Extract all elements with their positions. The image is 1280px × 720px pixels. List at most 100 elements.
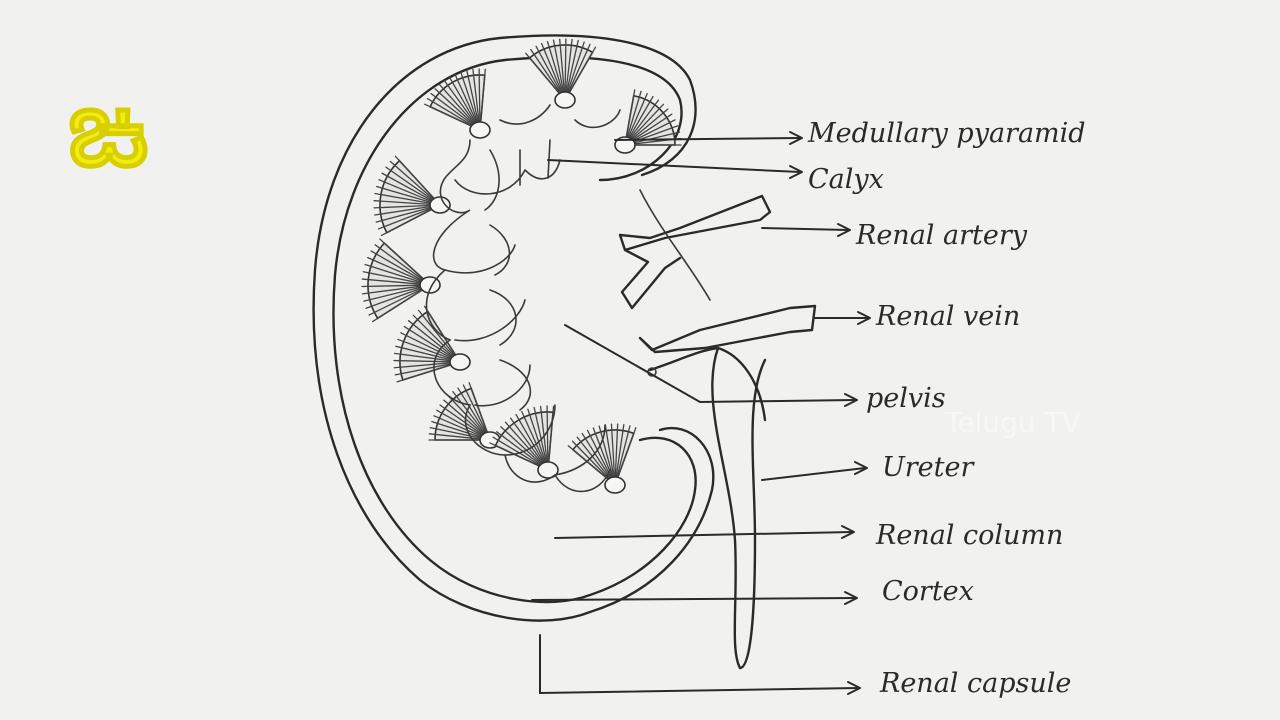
pyramid-ray xyxy=(567,43,591,94)
pyramid-ray xyxy=(452,390,486,435)
label-cortex: Cortex xyxy=(882,576,974,607)
pyramid-ray xyxy=(468,382,488,434)
pyramid-ray xyxy=(434,88,475,126)
pyramid-ray xyxy=(521,410,546,464)
medullary-pyramid xyxy=(361,238,441,323)
medullary-pyramids xyxy=(361,38,682,494)
pyramid-ray xyxy=(462,384,488,434)
pyramid-ray xyxy=(371,288,424,323)
pyramid-ray xyxy=(374,205,433,216)
pyramid-ray xyxy=(628,95,654,139)
pyramid-ray xyxy=(424,103,474,128)
pyramid-ray xyxy=(379,238,425,281)
pyramid-ray xyxy=(631,113,673,142)
pyramid-ray xyxy=(525,52,561,95)
channel-logo: ఙ xyxy=(68,63,148,191)
ureter xyxy=(711,346,767,670)
pyramid-ray xyxy=(430,92,475,126)
pyramid-ray xyxy=(504,421,544,465)
pyramid-ray xyxy=(627,92,648,139)
calyx-loops xyxy=(444,104,621,476)
medullary-pyramid xyxy=(614,89,682,154)
pyramid-ray xyxy=(629,103,665,140)
pyramid-ray xyxy=(395,345,453,361)
pyramid-ray xyxy=(500,426,543,466)
pyramid-ray xyxy=(615,423,625,478)
leader-cortex xyxy=(531,597,856,601)
pyramid-ray xyxy=(539,405,548,463)
pyramid-ray xyxy=(393,352,453,362)
artery-branch xyxy=(639,189,711,301)
pyramid-ray xyxy=(568,46,597,94)
pyramid-ray xyxy=(565,38,573,93)
pyramid-ray xyxy=(604,424,615,478)
arrowhead-medullary-pyramid xyxy=(789,131,803,145)
renal-vein xyxy=(638,304,817,354)
pyramid-ray xyxy=(581,432,612,479)
arrowhead-renal-vein xyxy=(857,311,871,325)
pyramid-ray xyxy=(362,271,423,285)
arrowhead-pelvis xyxy=(844,393,858,407)
pyramid-ray xyxy=(418,309,456,357)
pyramid-ray xyxy=(460,71,479,124)
pyramid-ray xyxy=(428,433,483,440)
label-pelvis: pelvis xyxy=(866,383,946,414)
pyramid-ray xyxy=(412,314,455,357)
renal-papilla xyxy=(537,461,559,479)
pyramid-ray xyxy=(492,436,542,467)
renal-papilla xyxy=(604,476,626,494)
pyramid-ray xyxy=(423,305,457,356)
pyramid-ray xyxy=(509,417,544,465)
pyramid-ray xyxy=(592,427,613,479)
pyramid-ray xyxy=(598,425,614,478)
pyramid-ray xyxy=(375,185,433,204)
pyramid-ray xyxy=(403,325,454,359)
medullary-pyramid xyxy=(525,38,597,109)
pyramid-ray xyxy=(625,89,636,138)
pyramid-ray xyxy=(380,208,434,237)
pyramid-ray xyxy=(472,68,480,123)
pyramid-ray xyxy=(431,421,484,439)
pyramid-ray xyxy=(576,436,611,480)
pyramid-ray xyxy=(394,362,453,376)
pyramid-ray xyxy=(586,429,613,479)
pyramid-ray xyxy=(361,284,423,288)
label-renal-capsule: Renal capsule xyxy=(879,668,1071,699)
leader-medullary-pyramid xyxy=(614,137,801,141)
arrowhead-renal-column xyxy=(841,525,855,539)
pyramid-ray xyxy=(530,48,562,95)
pyramid-ray xyxy=(632,131,681,144)
medullary-pyramid xyxy=(567,423,637,494)
pyramid-ray xyxy=(393,359,453,363)
pyramid-ray xyxy=(436,409,484,437)
pyramid-ray xyxy=(361,278,423,285)
arrowhead-calyx xyxy=(789,165,803,179)
pyramid-ray xyxy=(629,99,660,140)
renal-papilla xyxy=(449,353,471,371)
arrowhead-renal-capsule xyxy=(847,681,861,695)
pyramid-ray xyxy=(385,166,435,202)
label-calyx: Calyx xyxy=(808,164,884,195)
renal-column-lines xyxy=(484,149,532,411)
label-medullary-pyramid: Medullary pyaramid xyxy=(807,118,1086,149)
pyramid-ray xyxy=(394,155,436,200)
pyramid-ray xyxy=(496,431,543,466)
pyramid-ray xyxy=(397,338,454,360)
renal-papilla xyxy=(429,196,451,214)
pyramid-ray xyxy=(457,387,487,434)
pyramid-ray xyxy=(480,68,486,123)
label-ureter: Ureter xyxy=(882,452,975,483)
renal-papilla xyxy=(554,91,576,109)
pyramid-ray xyxy=(433,415,484,438)
medullary-pyramid xyxy=(373,155,451,237)
pyramid-ray xyxy=(375,206,433,223)
pyramid-ray xyxy=(535,45,562,94)
pyramid-ray xyxy=(365,287,424,309)
pyramid-ray xyxy=(370,250,424,282)
pyramid-ray xyxy=(429,427,483,440)
leader-renal-column xyxy=(554,531,853,539)
renal-papilla xyxy=(614,136,636,154)
medullary-pyramid xyxy=(489,405,559,479)
pyramid-ray xyxy=(631,119,676,143)
